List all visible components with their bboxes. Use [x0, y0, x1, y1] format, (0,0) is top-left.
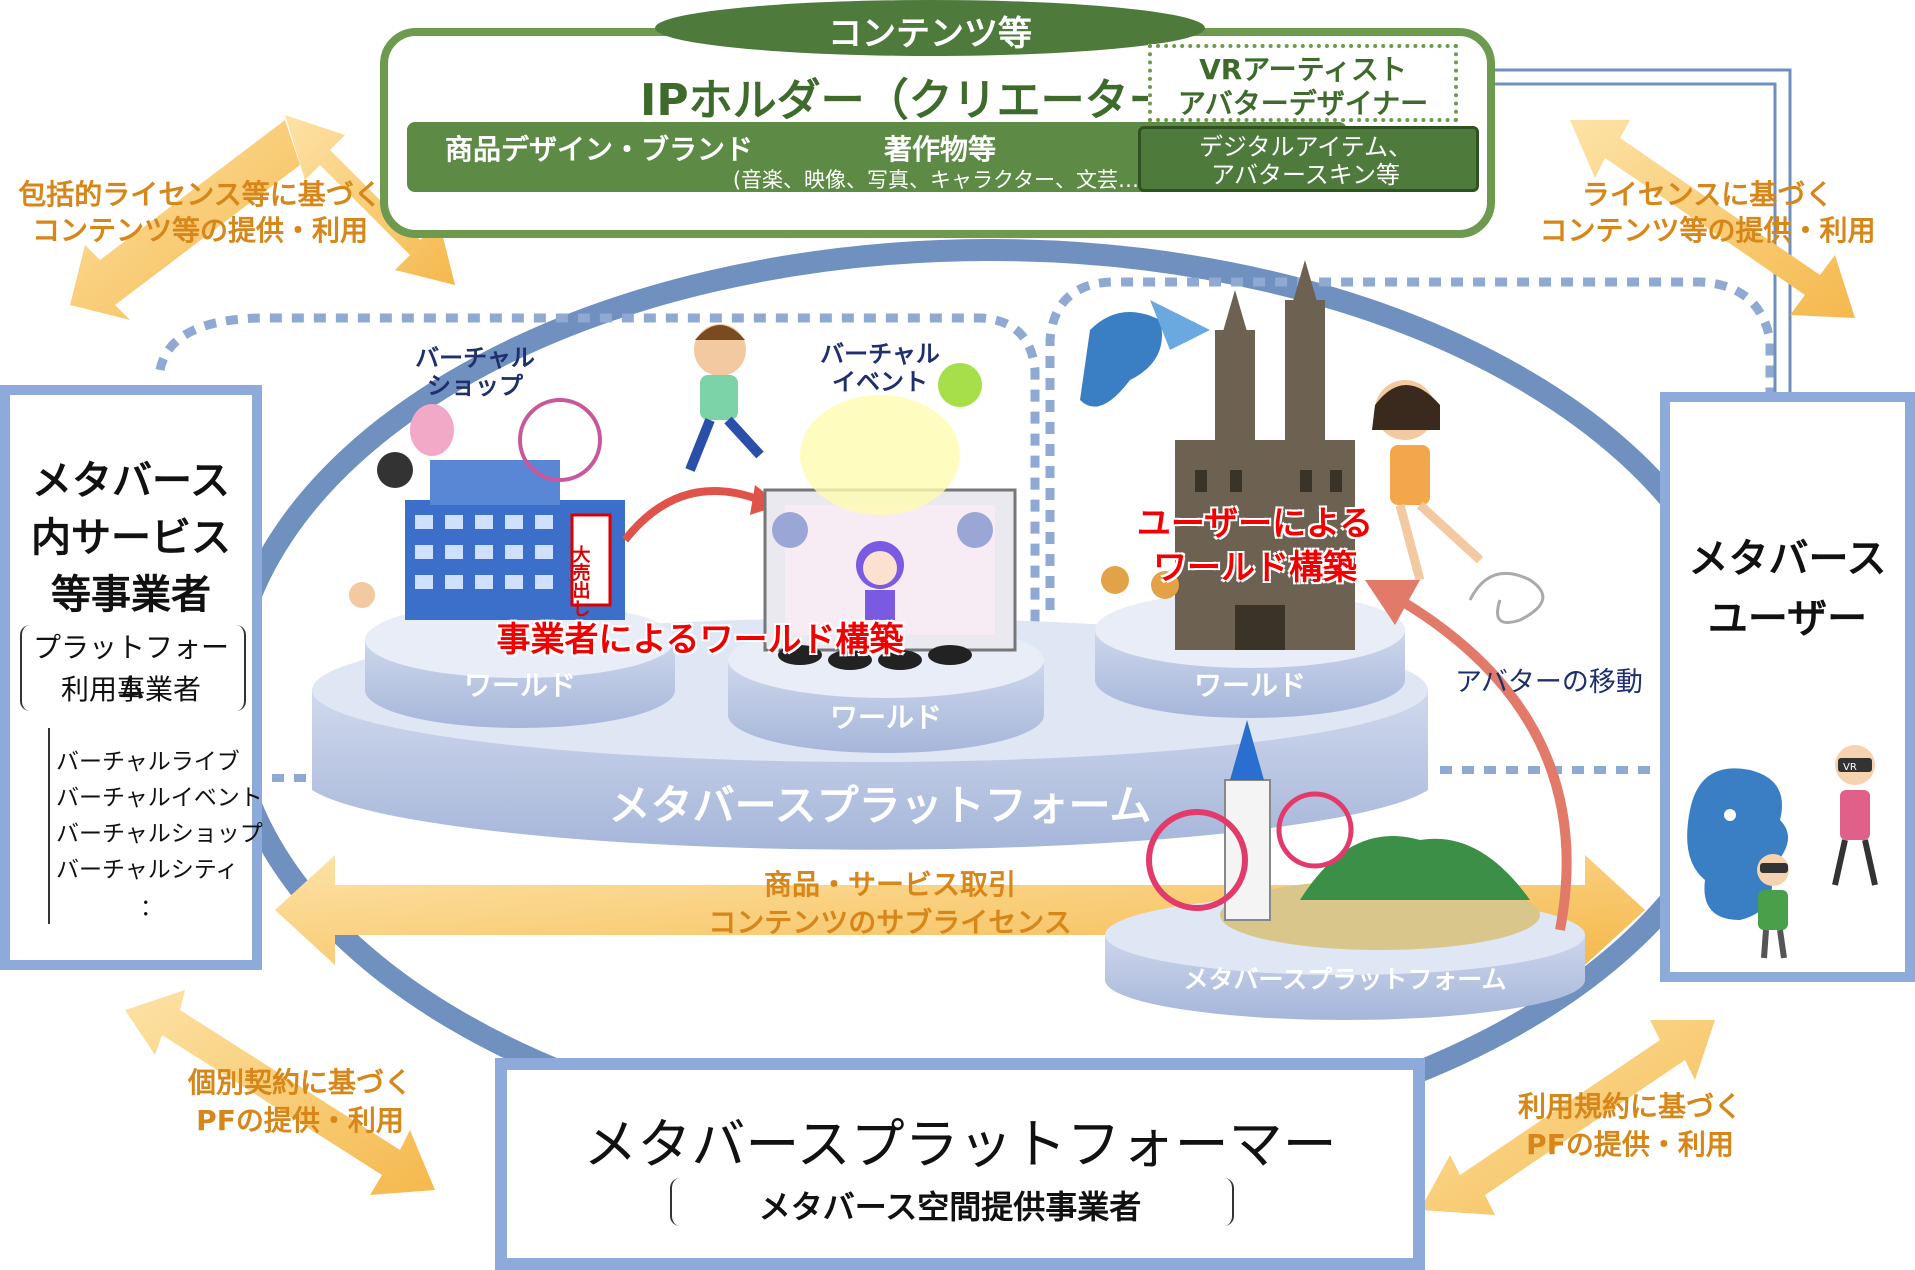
user-title2: ユーザー: [1707, 596, 1868, 642]
label-top-left-line2: コンテンツ等の提供・利用: [31, 214, 368, 247]
ip-holder-title: IPホルダー（クリエーター: [640, 75, 1173, 126]
service-provider-sub2: 利用事業者: [60, 673, 201, 706]
big-platform-label: メタバースプラットフォーム: [608, 781, 1152, 830]
castle-illustration: [1101, 260, 1355, 650]
arrow-center: [275, 855, 1645, 965]
service-list-item: ：: [140, 895, 163, 921]
world-label-1: ワールド: [463, 669, 576, 702]
center-arrow-line2: コンテンツのサブライセンス: [708, 906, 1072, 939]
vr-artist-line2: アバターデザイナー: [1177, 87, 1429, 120]
digital-item-box: [1138, 126, 1479, 192]
arrow-top-left: [285, 115, 455, 285]
label-bottom-right-line2: PFの提供・利用: [1526, 1128, 1734, 1161]
service-list-item: バーチャルライブ: [56, 749, 240, 775]
service-provider-title3: 等事業者: [51, 572, 211, 618]
platformer-title: メタバースプラットフォーマー: [583, 1113, 1337, 1176]
user-title1: メタバース: [1688, 536, 1887, 582]
arrow-bottom-left: [125, 990, 435, 1195]
label-top-left-line1: 包括的ライセンス等に基づく: [18, 178, 382, 211]
dotted-boundary-right: [1045, 277, 1775, 610]
service-provider-box: [0, 385, 262, 970]
svg-text:大売出し: 大売出し: [570, 544, 591, 617]
digital-item-line2: アバタースキン等: [1210, 161, 1401, 189]
product-design-label: 商品デザイン・ブランド: [445, 133, 754, 166]
dragon-illustration: [1080, 300, 1210, 407]
platformer-subtitle: メタバース空間提供事業者: [758, 1188, 1142, 1226]
vr-user-body: [1840, 790, 1870, 840]
contents-header-oval: [655, 0, 1205, 56]
arrow-top-left-2: [70, 120, 300, 320]
service-list-item: バーチャルシティ: [56, 857, 239, 883]
arrow-top-right: [1570, 120, 1855, 318]
vr-headset: [1838, 758, 1872, 772]
service-list-bracket: [48, 728, 56, 924]
small-platform-label: メタバースプラットフォーム: [1183, 965, 1507, 994]
world-label-2: ワールド: [829, 701, 942, 734]
vr-users-illustration: VR: [1687, 745, 1878, 959]
service-provider-title1: メタバース: [32, 458, 230, 504]
world-label-3: ワールド: [1193, 669, 1306, 702]
label-bottom-left-line1: 個別契約に基づく: [187, 1066, 412, 1099]
business-build-label: 事業者によるワールド構築: [496, 620, 904, 660]
label-bottom-right-line1: 利用規約に基づく: [1517, 1090, 1742, 1123]
running-boy-illustration: [685, 324, 764, 472]
virtual-shop-line2: ショップ: [427, 372, 523, 400]
dotted-boundary-left: [155, 313, 1040, 630]
label-bottom-left-line2: PFの提供・利用: [196, 1104, 404, 1137]
sub-bracket: [20, 625, 246, 711]
works-title: 著作物等: [883, 133, 996, 166]
virtual-event-line2: イベント: [832, 368, 928, 396]
arrow-bottom-right: [1420, 1020, 1715, 1215]
user-build-line2: ワールド構築: [1153, 548, 1357, 588]
center-arrow-line1: 商品・サービス取引: [763, 868, 1016, 901]
digital-item-line1: デジタルアイテム、: [1198, 133, 1413, 161]
works-subtitle: (音楽、映像、写真、キャラクター、文芸…): [732, 168, 1148, 192]
label-top-right-line2: コンテンツ等の提供・利用: [1539, 214, 1876, 247]
connector-lines: [1480, 68, 1792, 410]
platformer-sub-bracket: [670, 1178, 1234, 1226]
stage-illustration: [763, 363, 1017, 670]
virtual-shop-line1: バーチャル: [415, 344, 535, 372]
portal-swirl: [1468, 571, 1545, 624]
running-girl-illustration: [1372, 380, 1484, 582]
service-list-item: バーチャルイベント: [56, 785, 263, 811]
platformer-box: [495, 1058, 1425, 1270]
child-body: [1758, 890, 1788, 930]
virtual-event-line1: バーチャル: [820, 340, 940, 368]
user-build-line1: ユーザーによる: [1136, 504, 1374, 544]
avatar-move-arrow: [1397, 595, 1572, 931]
contents-header-label: コンテンツ等: [828, 14, 1032, 54]
service-list-item: バーチャルショップ: [56, 821, 263, 847]
label-top-right-line1: ライセンスに基づく: [1581, 178, 1834, 211]
service-provider-title2: 内サービス: [31, 515, 231, 561]
shop-building-illustration: 大売出し: [349, 398, 625, 620]
svg-text:VR: VR: [1843, 762, 1857, 773]
service-provider-sub1: プラットフォーム: [32, 631, 229, 704]
vr-artist-line1: VRアーティスト: [1199, 53, 1407, 86]
vr-artist-box: [1148, 44, 1458, 122]
avatar-move-label: アバターの移動: [1455, 667, 1643, 698]
island-illustration: [1146, 720, 1540, 950]
shop-to-stage-arrow: [621, 487, 762, 543]
